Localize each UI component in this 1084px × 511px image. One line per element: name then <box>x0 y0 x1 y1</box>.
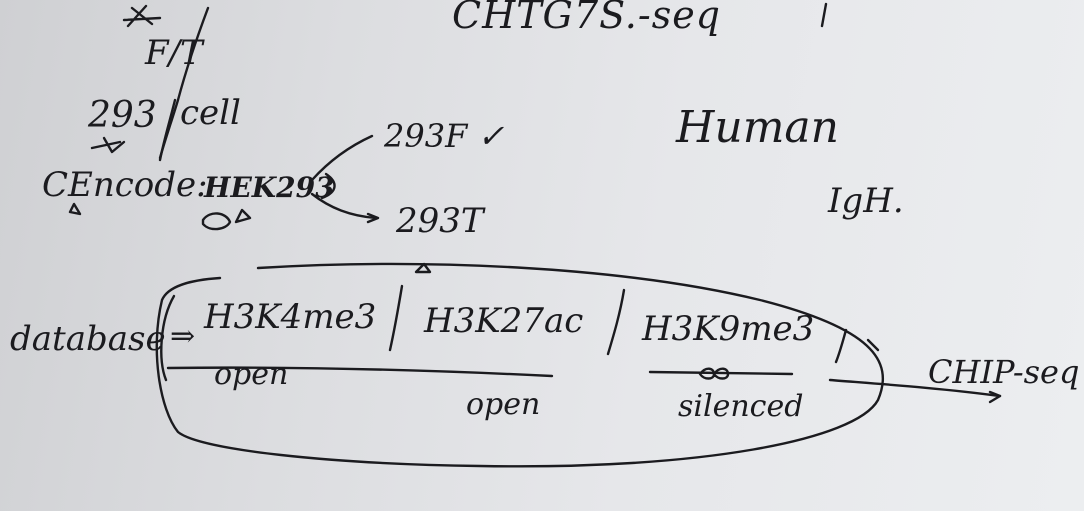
marks-enclosure <box>155 262 885 468</box>
enclosure-left-tail <box>160 294 176 382</box>
fraction-slash <box>158 6 210 160</box>
chip-arrow-head <box>988 390 1002 404</box>
top-right-tick <box>820 2 828 28</box>
slash-after-k9 <box>834 328 848 364</box>
cell-divider <box>158 98 177 162</box>
species-label: Human <box>676 102 840 153</box>
histone-mark-3: H3K9me3 <box>642 309 815 349</box>
mark-divider-1 <box>388 284 404 352</box>
chip-connector <box>828 378 1002 398</box>
scribble-blob <box>201 212 232 231</box>
mark-divider-2 <box>606 288 626 356</box>
scribble-star <box>122 4 162 28</box>
cell-line-number: 293 <box>88 95 157 136</box>
scribble-oo <box>698 367 730 380</box>
fraction-label: F/T <box>145 33 203 73</box>
mark-1-state: open <box>214 357 289 392</box>
branch-293f: 293F ✓ <box>384 117 505 155</box>
triangle-marker-encode <box>68 202 82 216</box>
encode-cell-line: HEK293 <box>204 171 335 204</box>
hek-bracket <box>320 172 336 200</box>
branch-arrow-head <box>366 212 380 224</box>
scribble-under-293 <box>90 136 126 154</box>
histone-mark-2: H3K27ac <box>424 301 584 341</box>
histone-mark-1: H3K4me3 <box>204 297 377 337</box>
branch-line-bottom <box>310 192 378 220</box>
cell-word: cell <box>180 93 241 133</box>
marks-underline <box>166 366 554 378</box>
mark-2-state: open <box>466 387 541 422</box>
genome-label: IgH. <box>828 181 904 221</box>
database-label: database <box>10 319 166 359</box>
triangle-marker-293t <box>414 262 432 274</box>
branch-line-top <box>310 134 374 182</box>
branch-293t: 293T <box>396 201 484 241</box>
encode-label: CEncode: <box>42 165 208 205</box>
marks-underline-2 <box>648 370 794 376</box>
mark-3-state: silenced <box>678 389 804 424</box>
triangle-marker-hek <box>234 208 252 224</box>
enclosure-tick <box>866 338 880 352</box>
chip-seq-label: CHIP-seq <box>928 353 1080 391</box>
page-title-note: CHTG7S.-seq <box>452 0 722 37</box>
implies-arrow: ⇒ <box>170 319 196 354</box>
